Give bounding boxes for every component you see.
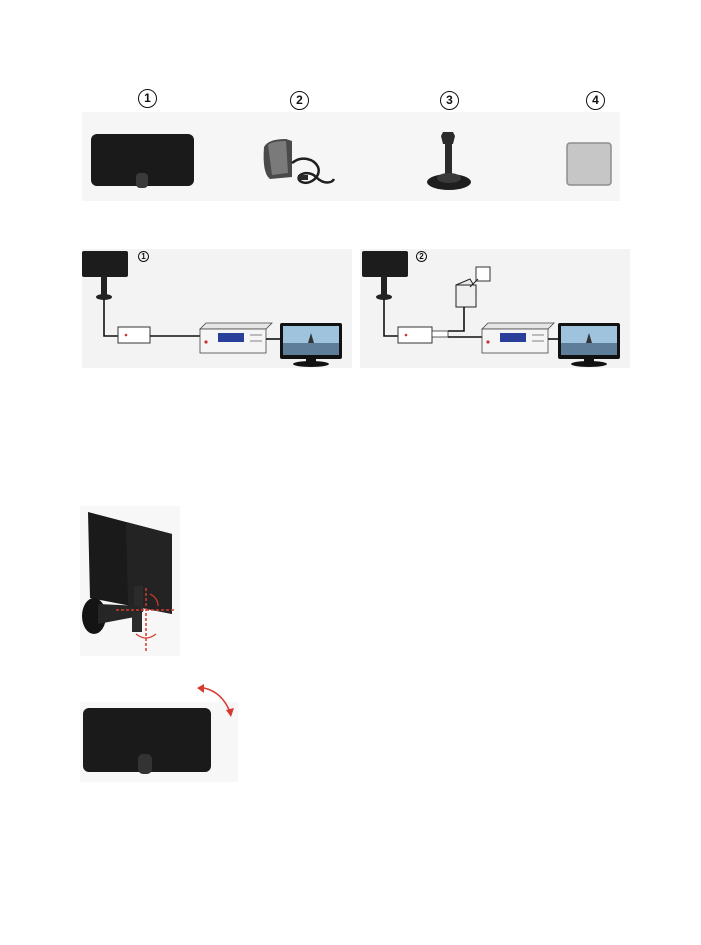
tilted-antenna-icon (88, 512, 172, 614)
power-adapter-icon (456, 267, 490, 307)
amplifier-icon (118, 327, 150, 343)
part-number-2: 2 (290, 91, 309, 110)
part-number-4: 4 (586, 91, 605, 110)
setup-diagram-1-drawing (82, 249, 352, 368)
amplifier-icon (398, 327, 448, 343)
part-label-2: 2 (290, 91, 309, 110)
rotation-drawing (80, 682, 240, 784)
part-label-4: 4 (586, 91, 605, 110)
part-label-1: 1 (138, 89, 157, 108)
set-top-box-icon (482, 323, 554, 353)
antenna-icon (82, 251, 128, 300)
antenna-icon (362, 251, 408, 300)
tv-icon (280, 323, 342, 367)
tv-icon (558, 323, 620, 367)
part-label-3: 3 (440, 91, 459, 110)
part-number-3: 3 (440, 91, 459, 110)
set-top-box-icon (200, 323, 272, 353)
adhesive-pad-icon (566, 142, 612, 186)
suction-stand-icon (423, 130, 479, 196)
setup-number-2: 2 (416, 251, 427, 262)
setup-number-1: 1 (138, 251, 149, 262)
stand-mount-drawing (80, 506, 180, 656)
setup-diagram-2-drawing (360, 249, 630, 368)
flat-antenna-icon (83, 708, 211, 774)
part-number-1: 1 (138, 89, 157, 108)
flat-antenna-icon (90, 133, 196, 191)
power-adapter-icon (258, 133, 338, 195)
